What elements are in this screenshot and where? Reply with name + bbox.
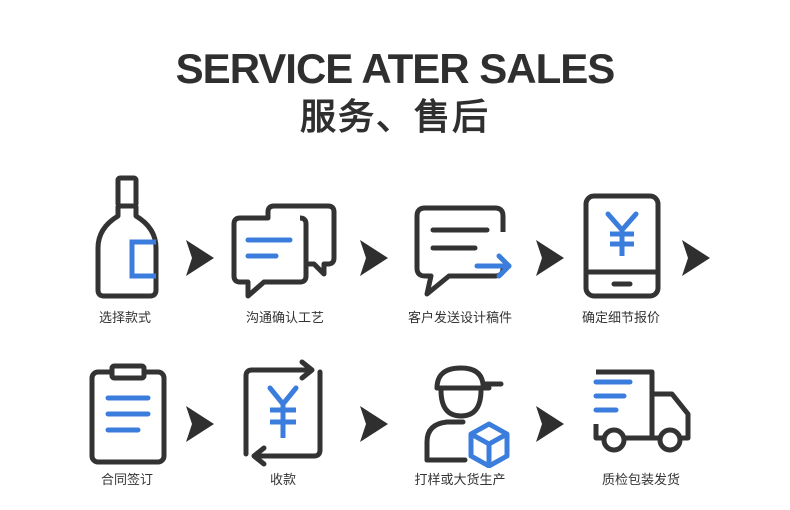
step-payment: 收款 xyxy=(208,358,358,508)
arrow-right-icon xyxy=(682,240,710,276)
message-send-icon xyxy=(414,205,512,297)
page-title: SERVICE ATER SALES xyxy=(175,45,616,92)
step-label: 客户发送设计稿件 xyxy=(407,311,512,326)
worker-box-icon xyxy=(424,365,510,468)
clipboard-icon xyxy=(89,363,167,465)
step-confirm-quote: 确定细节报价 xyxy=(546,172,696,332)
step-inspect-ship: 质检包装发货 xyxy=(566,358,716,508)
step-sign-contract: 合同签订 xyxy=(52,358,202,508)
step-label: 沟通确认工艺 xyxy=(245,311,324,326)
step-label: 收款 xyxy=(269,473,296,488)
step-label: 确定细节报价 xyxy=(581,311,660,326)
step-communicate: 沟通确认工艺 xyxy=(210,172,360,332)
payment-cycle-icon xyxy=(243,359,323,467)
step-send-design: 客户发送设计稿件 xyxy=(385,172,535,332)
bottle-icon xyxy=(95,175,159,299)
arrow-right-icon xyxy=(186,240,214,276)
step-label: 打样或大货生产 xyxy=(414,473,506,488)
step-production: 打样或大货生产 xyxy=(385,358,535,508)
step-label: 质检包装发货 xyxy=(601,473,680,488)
arrow-right-icon xyxy=(536,406,564,442)
step-select-style: 选择款式 xyxy=(50,172,200,332)
arrow-right-icon xyxy=(536,240,564,276)
page-subtitle: 服务、售后 xyxy=(299,97,490,138)
phone-yen-icon xyxy=(583,193,661,299)
arrow-right-icon xyxy=(360,240,388,276)
delivery-truck-icon xyxy=(593,369,691,453)
arrow-right-icon xyxy=(186,406,214,442)
chat-bubbles-icon xyxy=(231,203,337,299)
arrow-right-icon xyxy=(360,406,388,442)
step-label: 选择款式 xyxy=(98,311,151,326)
step-label: 合同签订 xyxy=(100,473,153,488)
